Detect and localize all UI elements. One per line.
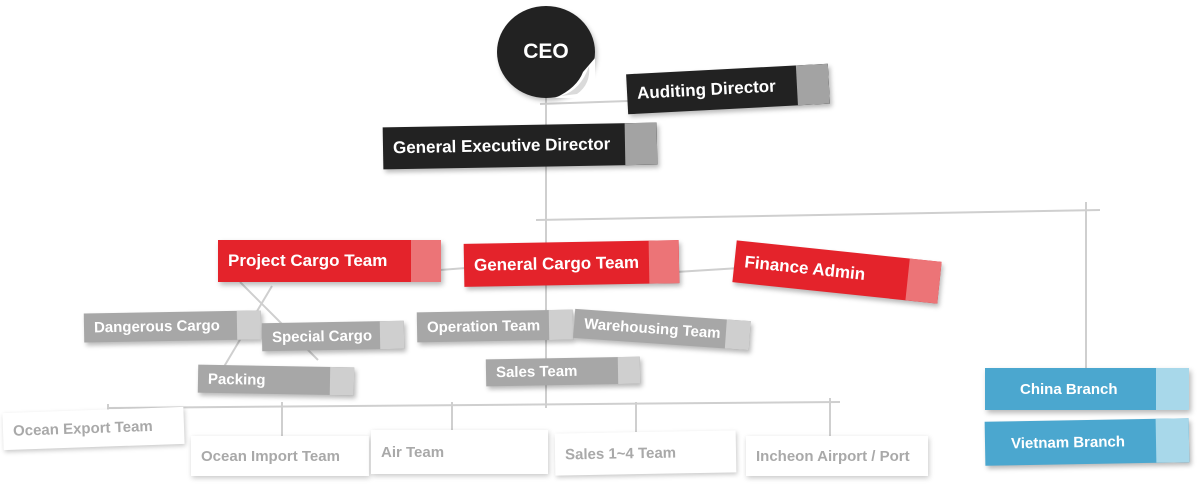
- incheon-airport-port-label: Incheon Airport / Port: [756, 447, 910, 465]
- sales-1-4-team-node: Sales 1~4 Team: [554, 430, 737, 476]
- node-tab: [617, 356, 641, 385]
- air-team-label: Air Team: [381, 443, 445, 461]
- operation-team-label: Operation Team: [426, 316, 541, 336]
- sales-team-label: Sales Team: [495, 362, 578, 382]
- sales-1-4-team-label: Sales 1~4 Team: [564, 443, 677, 463]
- page-curl-icon: [555, 58, 595, 98]
- ocean-import-team-node: Ocean Import Team: [191, 436, 369, 476]
- ceo-label: CEO: [523, 40, 569, 63]
- dangerous-cargo-label: Dangerous Cargo: [93, 317, 221, 337]
- node-tab: [905, 258, 942, 304]
- air-team-node: Air Team: [371, 430, 548, 474]
- node-tab: [795, 63, 830, 106]
- node-tab: [1156, 368, 1189, 410]
- incheon-airport-port-node: Incheon Airport / Port: [746, 436, 928, 476]
- project-cargo-team-label: Project Cargo Team: [228, 251, 388, 270]
- ocean-export-team-label: Ocean Export Team: [12, 417, 154, 440]
- connector-branch-horizontal: [535, 209, 1101, 221]
- sales-team-node: Sales Team: [485, 356, 641, 387]
- china-branch-node: China Branch: [985, 368, 1189, 410]
- node-tab: [329, 366, 355, 396]
- node-tab: [236, 310, 262, 340]
- general-cargo-team-node: General Cargo Team: [463, 240, 680, 287]
- connector-bottom-horizontal: [107, 401, 841, 409]
- ocean-export-team-node: Ocean Export Team: [2, 406, 185, 451]
- operation-team-node: Operation Team: [416, 309, 574, 343]
- packing-node: Packing: [197, 364, 355, 396]
- special-cargo-node: Special Cargo: [261, 320, 405, 352]
- node-tab: [411, 240, 441, 282]
- finance-admin-label: Finance Admin: [743, 252, 867, 284]
- node-tab: [624, 122, 658, 166]
- general-cargo-team-label: General Cargo Team: [473, 252, 640, 275]
- dangerous-cargo-node: Dangerous Cargo: [83, 310, 262, 343]
- ocean-import-team-label: Ocean Import Team: [201, 447, 340, 465]
- connector-project-general: [439, 267, 467, 271]
- connector-general-finance: [675, 267, 741, 273]
- packing-label: Packing: [207, 370, 266, 389]
- vietnam-branch-node: Vietnam Branch: [984, 418, 1190, 466]
- special-cargo-label: Special Cargo: [271, 326, 373, 346]
- node-tab: [724, 319, 751, 351]
- general-executive-director-node: General Executive Director: [382, 122, 658, 170]
- general-executive-director-label: General Executive Director: [392, 134, 611, 158]
- node-tab: [1155, 418, 1190, 463]
- auditing-director-label: Auditing Director: [636, 76, 777, 103]
- project-cargo-team-node: Project Cargo Team: [218, 240, 441, 282]
- node-tab: [379, 320, 405, 350]
- node-tab: [648, 240, 680, 284]
- node-tab: [548, 309, 574, 341]
- china-branch-label: China Branch: [1020, 380, 1118, 398]
- warehousing-team-label: Warehousing Team: [583, 315, 722, 343]
- vietnam-branch-label: Vietnam Branch: [1010, 432, 1126, 452]
